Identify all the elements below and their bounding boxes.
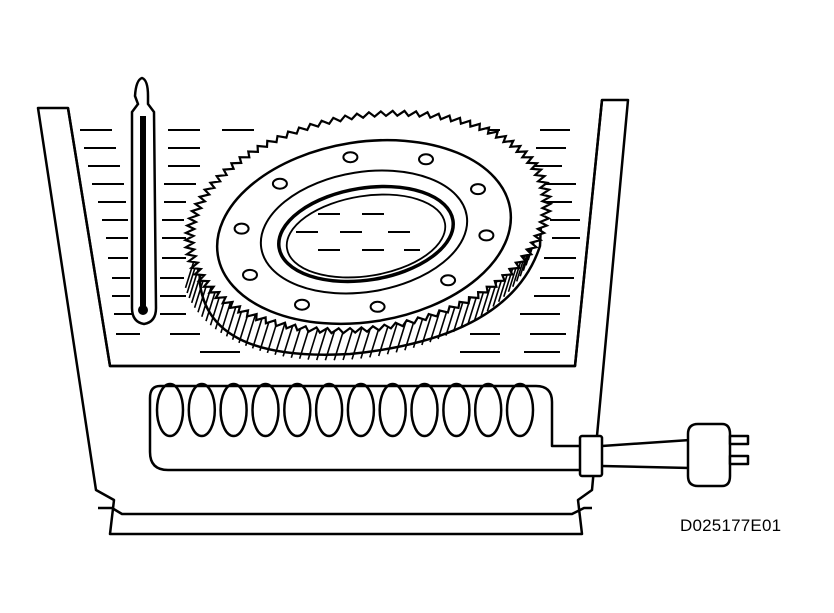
gear-side-tooth	[225, 304, 238, 337]
power-cord-bottom	[601, 464, 691, 470]
coil-turn	[346, 382, 376, 438]
gear-side-tooth	[274, 322, 286, 355]
gear-side-tooth	[190, 270, 203, 304]
plug-icon	[686, 422, 732, 488]
figure-code: D025177E01	[680, 516, 782, 535]
gear-side-tooth	[307, 327, 319, 360]
bolt-hole	[440, 274, 457, 287]
heating-coil	[155, 382, 535, 438]
cord-grommet	[578, 434, 604, 478]
gear-side-tooth	[342, 327, 354, 361]
heating-bath	[36, 98, 630, 536]
gear-side-tooth	[205, 288, 217, 322]
coil-turn	[283, 382, 312, 438]
power-plug	[578, 422, 750, 488]
gear-side-tooth	[244, 313, 257, 346]
gear-side-tooth	[395, 320, 408, 353]
gear-bolt-holes	[233, 151, 495, 313]
gear-side-tooth	[421, 312, 433, 346]
gear-side-tooth	[351, 327, 363, 360]
power-cord-top	[601, 438, 691, 448]
coil-turn	[187, 382, 217, 438]
gear-side-tooth	[231, 307, 244, 341]
gear-side-tooth	[377, 323, 390, 357]
coil-turn	[442, 382, 471, 438]
thermometer-bulb	[138, 305, 148, 315]
gear-side-tooth	[480, 283, 492, 316]
bore-liquid	[296, 213, 420, 251]
heater-chamber	[148, 384, 580, 472]
coil-turn	[314, 382, 344, 438]
gear-side-tooth	[259, 318, 271, 351]
coil-turn	[378, 382, 407, 438]
gear-bore-lip	[285, 193, 447, 279]
plug-prong-top	[728, 434, 750, 446]
tank-inner-wall	[66, 99, 604, 368]
bolt-hole	[478, 229, 495, 242]
tank-base	[98, 506, 592, 516]
gear-side-tooth	[503, 264, 515, 298]
bolt-hole	[233, 222, 250, 235]
gear-side-tooth	[412, 315, 425, 348]
bolt-hole	[369, 300, 386, 313]
gear-side-tooth	[386, 322, 399, 355]
gear-side-tooth	[220, 300, 232, 334]
bolt-hole	[470, 183, 486, 196]
gear-side-tooth	[324, 328, 337, 361]
thermometer-column	[140, 116, 146, 306]
coil-turn	[410, 382, 439, 438]
ring-gear	[182, 109, 554, 361]
gear-bore	[277, 184, 455, 284]
gear-side-tooth	[290, 325, 303, 358]
gear-side-tooth	[360, 326, 372, 359]
coil-turn	[251, 382, 280, 438]
coil-turn	[505, 382, 535, 438]
gear-side-tooth	[251, 316, 264, 349]
gear-side-tooth	[452, 299, 465, 333]
gear-side-tooth	[282, 324, 294, 357]
bolt-hole	[242, 268, 258, 281]
bolt-hole	[294, 298, 310, 311]
gear-side-tooth	[315, 327, 328, 361]
bolt-hole	[418, 153, 434, 166]
coil-turn	[473, 382, 503, 438]
gear-side-tooth	[445, 303, 457, 336]
liquid	[80, 127, 580, 353]
gear-face-inner	[259, 169, 469, 295]
thermometer	[130, 76, 158, 326]
plug-prong-bottom	[728, 454, 750, 466]
coil-turn	[219, 382, 248, 438]
coil-turn	[155, 382, 185, 438]
bolt-hole	[271, 177, 288, 190]
bolt-hole	[342, 151, 359, 164]
